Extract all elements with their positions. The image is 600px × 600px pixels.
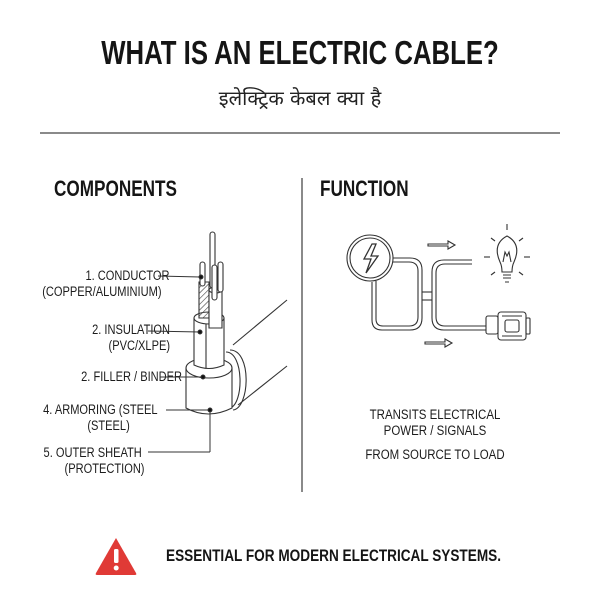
page-title: WHAT IS AN ELECTRIC CABLE? (101, 34, 499, 71)
component-label-insulation: 2. INSULATION (92, 322, 170, 337)
horizontal-divider (40, 132, 560, 134)
component-label-filler: 2. FILLER / BINDER (81, 369, 182, 384)
label-line: 4. ARMORING (STEEL (43, 402, 158, 417)
warning-icon (95, 538, 137, 575)
label-line: (COPPER/ALUMINIUM) (42, 284, 162, 299)
vertical-divider (301, 178, 303, 492)
label-line: 1. CONDUCTOR (85, 268, 170, 283)
component-sublabel-outer-sheath: (PROTECTION) (64, 461, 144, 476)
component-sublabel-armoring: (STEEL) (88, 418, 130, 433)
component-label-armoring: 4. ARMORING (STEEL (44, 402, 158, 417)
footer-text: ESSENTIAL FOR MODERN ELECTRICAL SYSTEMS. (166, 546, 501, 565)
light-bulb-icon (484, 224, 530, 283)
component-label-outer-sheath: 5. OUTER SHEATH (44, 445, 142, 460)
components-heading: COMPONENTS (54, 176, 177, 201)
component-sublabel-insulation: (PVC/XLPE) (108, 338, 170, 353)
motor-icon (485, 311, 531, 341)
arrow-right-icon (427, 240, 457, 250)
label-line: 5. OUTER SHEATH (43, 445, 142, 460)
label-line: (STEEL) (87, 418, 130, 433)
function-heading: FUNCTION (320, 176, 409, 201)
function-description-line2: POWER / SIGNALS (383, 423, 487, 438)
label-line: (PROTECTION) (64, 461, 144, 476)
footer-callout: ESSENTIAL FOR MODERN ELECTRICAL SYSTEMS. (94, 536, 585, 576)
component-sublabel-conductor: (COPPER/ALUMINIUM) (43, 284, 162, 299)
function-description-line3: FROM SOURCE TO LOAD (365, 447, 505, 462)
label-line: 2. INSULATION (92, 322, 170, 337)
arrow-right-icon (424, 338, 454, 348)
component-label-conductor: 1. CONDUCTOR (86, 268, 170, 283)
label-line: (PVC/XLPE) (108, 338, 170, 353)
label-line: 2. FILLER / BINDER (81, 369, 182, 384)
function-description-line1: TRANSITS ELECTRICAL (369, 407, 501, 422)
power-source-icon (346, 234, 394, 282)
page-subtitle-hindi: इलेक्ट्रिक केबल क्या है (218, 86, 382, 110)
